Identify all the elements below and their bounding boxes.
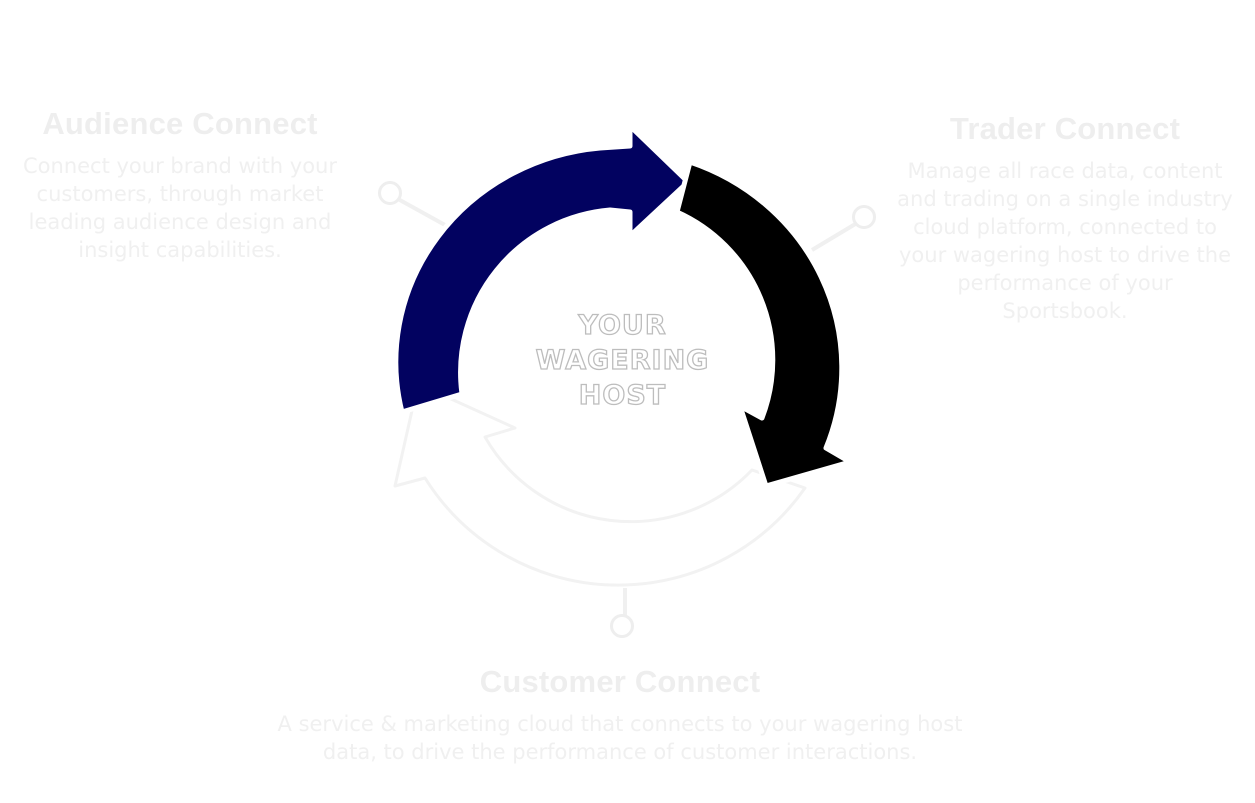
- audience-connector-dot: [378, 181, 402, 205]
- audience-connect-block: Audience Connect Connect your brand with…: [10, 106, 350, 264]
- trader-connect-block: Trader Connect Manage all race data, con…: [895, 111, 1235, 325]
- trader-connector-line: [810, 221, 859, 252]
- trader-arrow: [674, 159, 853, 489]
- trader-connect-title: Trader Connect: [949, 111, 1181, 146]
- connectors: [378, 181, 876, 638]
- audience-connect-title: Audience Connect: [42, 106, 318, 141]
- trader-connect-description: Manage all race data, content and tradin…: [897, 159, 1233, 323]
- center-label-line-3: HOST: [578, 379, 667, 411]
- customer-connect-description: A service & marketing cloud that connect…: [277, 712, 963, 764]
- audience-connector-line: [397, 197, 446, 227]
- customer-arrow: [393, 382, 807, 587]
- center-label: YOUR WAGERING HOST: [520, 308, 725, 413]
- center-label-line-1: YOUR: [578, 309, 667, 341]
- audience-connect-description: Connect your brand with your customers, …: [23, 154, 337, 262]
- center-label-line-2: WAGERING: [535, 344, 710, 376]
- audience-arrow: [393, 123, 691, 415]
- customer-connect-title: Customer Connect: [479, 664, 761, 699]
- trader-connector-dot: [852, 205, 876, 229]
- customer-connector-dot: [610, 614, 634, 638]
- customer-connect-block: Customer Connect A service & marketing c…: [270, 664, 970, 766]
